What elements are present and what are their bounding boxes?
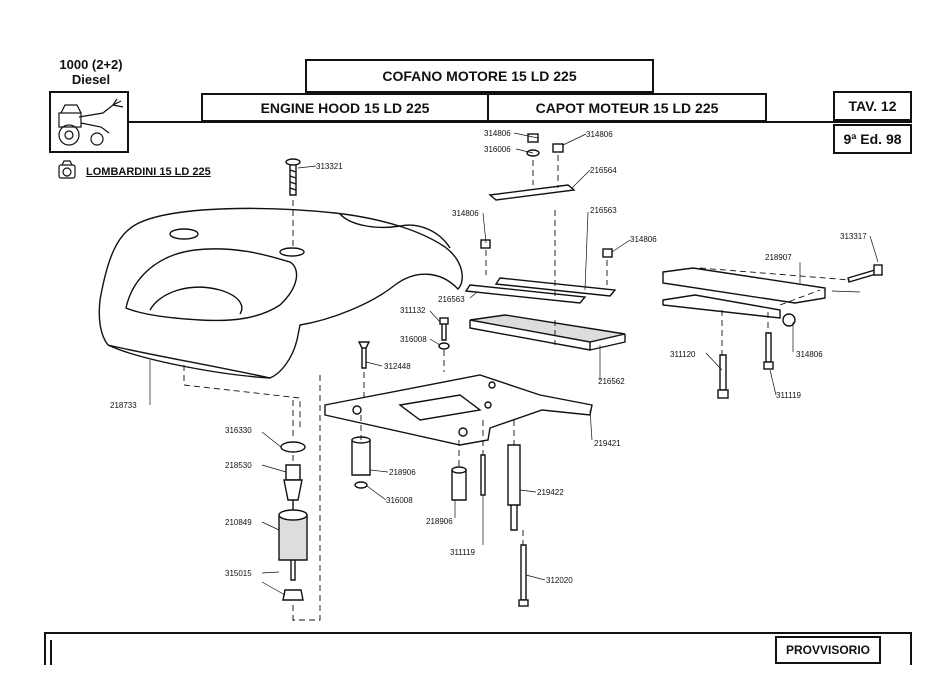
table-number: TAV. 12 xyxy=(833,91,912,121)
nut-314806-b xyxy=(552,143,564,153)
bolt-311132 xyxy=(439,317,449,325)
footer-left-edge-inner xyxy=(50,640,52,665)
nut-314806-d xyxy=(602,248,613,258)
footer-right-edge xyxy=(910,632,912,665)
model-label: 1000 (2+2) Diesel xyxy=(52,57,130,87)
spacer-218906-b xyxy=(451,469,467,501)
plate-216563-a xyxy=(494,277,617,297)
label-316008-b: 316008 xyxy=(386,496,413,505)
model-line-1: 1000 (2+2) xyxy=(59,57,123,72)
mount-210849 xyxy=(278,514,308,561)
label-316006: 316006 xyxy=(484,145,511,154)
spacer-218906-a xyxy=(351,439,371,476)
label-314806-b: 314806 xyxy=(586,130,613,139)
title-italian: COFANO MOTORE 15 LD 225 xyxy=(305,59,654,93)
label-219421: 219421 xyxy=(594,439,621,448)
nut-314806-e xyxy=(782,313,796,327)
edition-label: 9ª Ed. 98 xyxy=(833,124,912,154)
label-218906-b: 218906 xyxy=(426,517,453,526)
screw-312020 xyxy=(520,544,527,601)
engine-icon xyxy=(56,160,80,187)
tractor-thumbnail xyxy=(49,91,129,153)
title-english: ENGINE HOOD 15 LD 225 xyxy=(201,93,489,122)
label-210849: 210849 xyxy=(225,518,252,527)
label-311132: 311132 xyxy=(400,306,426,315)
label-216563-a: 216563 xyxy=(590,206,617,215)
spacer-219422 xyxy=(507,444,521,506)
label-313321: 313321 xyxy=(316,162,343,171)
bracket-218907 xyxy=(662,267,826,304)
rubber-216562 xyxy=(469,314,626,343)
bolt-311120 xyxy=(719,354,727,391)
engine-label: LOMBARDINI 15 LD 225 xyxy=(86,166,211,178)
label-311119-b: 311119 xyxy=(450,548,475,557)
label-218907: 218907 xyxy=(765,253,792,262)
tractor-icon xyxy=(58,98,124,146)
part-geometry xyxy=(98,133,883,625)
label-218733: 218733 xyxy=(110,401,137,410)
screw-312448 xyxy=(357,341,371,369)
footer-rule xyxy=(44,632,912,634)
leader-lines xyxy=(149,132,879,596)
label-316008-a: 316008 xyxy=(400,335,427,344)
label-315015: 315015 xyxy=(225,569,252,578)
label-312020: 312020 xyxy=(546,576,573,585)
part-labels: 313321 314806 316006 314806 216564 31480… xyxy=(110,129,867,585)
label-312448: 312448 xyxy=(384,362,411,371)
screw-313317 xyxy=(847,269,877,283)
label-216564: 216564 xyxy=(590,166,617,175)
plate-219421 xyxy=(324,374,593,446)
washer-316008-a xyxy=(438,342,450,350)
label-314806-a: 314806 xyxy=(484,129,511,138)
provisional-stamp: PROVVISORIO xyxy=(775,636,881,664)
label-216562: 216562 xyxy=(598,377,625,386)
label-316330: 316330 xyxy=(225,426,252,435)
hood-shape xyxy=(98,207,463,379)
label-311120: 311120 xyxy=(670,350,696,359)
model-line-2: Diesel xyxy=(71,72,111,87)
label-216563-b: 216563 xyxy=(438,295,465,304)
title-french: CAPOT MOTEUR 15 LD 225 xyxy=(487,93,767,122)
nut-315015 xyxy=(282,589,304,601)
screw-313321 xyxy=(285,158,301,196)
header-rule xyxy=(129,121,912,123)
washer-316008-b xyxy=(354,481,368,489)
label-314806-e: 314806 xyxy=(796,350,823,359)
label-314806-d: 314806 xyxy=(630,235,657,244)
label-219422: 219422 xyxy=(537,488,564,497)
washer-316330 xyxy=(280,441,306,453)
plate-216563-b xyxy=(464,284,587,304)
label-314806-c: 314806 xyxy=(452,209,479,218)
label-311119-a: 311119 xyxy=(776,391,801,400)
bolt-311119-b xyxy=(480,454,486,496)
label-313317: 313317 xyxy=(840,232,867,241)
strip-216564 xyxy=(488,184,576,201)
stud-218530 xyxy=(285,464,301,481)
bolt-311119-a xyxy=(765,332,772,363)
footer-left-edge xyxy=(44,632,46,665)
label-218906-a: 218906 xyxy=(389,468,416,477)
label-218530: 218530 xyxy=(225,461,252,470)
